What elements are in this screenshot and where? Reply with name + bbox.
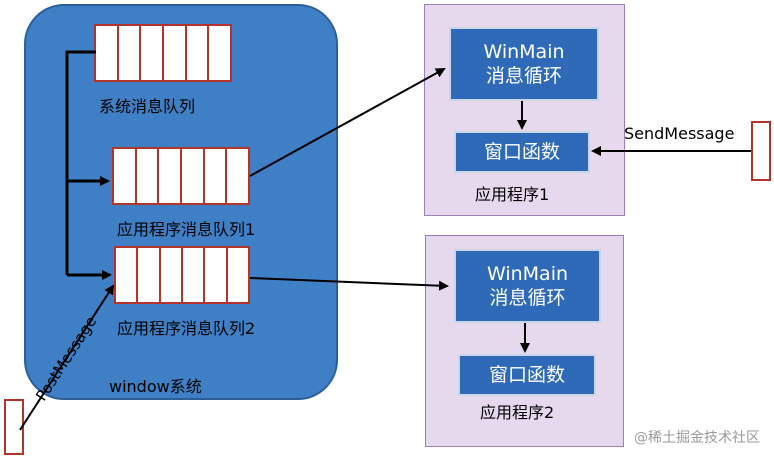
app2-label: 应用程序2: [480, 403, 555, 422]
sendmessage-label: SendMessage: [624, 124, 735, 143]
watermark: @稀土掘金技术社区: [634, 430, 760, 446]
app-queue-1-label: 应用程序消息队列1: [117, 220, 256, 239]
app2-window-proc-text: 窗口函数: [488, 364, 565, 386]
app1-window-proc: 窗口函数: [454, 131, 590, 173]
arrow-postmessage: [19, 284, 115, 431]
app1-label: 应用程序1: [475, 185, 550, 204]
sendmessage-source: [751, 121, 771, 181]
arrow-queue2-to-app2: [249, 277, 449, 291]
app-queue-2-label: 应用程序消息队列2: [117, 319, 256, 338]
window-system-label: window系统: [109, 377, 202, 396]
app1-winmain-text: WinMain: [483, 41, 565, 63]
app1-window-proc-text: 窗口函数: [483, 141, 560, 163]
app1-winmain-loop: WinMain 消息循环: [449, 27, 599, 101]
app1-loop-text: 消息循环: [485, 65, 562, 87]
app2-winmain-loop: WinMain 消息循环: [454, 249, 601, 323]
app2-window-proc: 窗口函数: [458, 354, 596, 396]
system-queue-label: 系统消息队列: [99, 97, 196, 116]
app-message-queue-1: [112, 147, 250, 205]
arrow-queue1-to-app1: [249, 68, 446, 177]
system-message-queue: [94, 24, 232, 82]
app2-loop-text: 消息循环: [489, 287, 566, 309]
app-message-queue-2: [114, 246, 250, 304]
postmessage-label: PostMessage: [32, 313, 100, 404]
app2-winmain-text: WinMain: [486, 263, 569, 285]
dispatch-trunk-line: [65, 50, 96, 275]
